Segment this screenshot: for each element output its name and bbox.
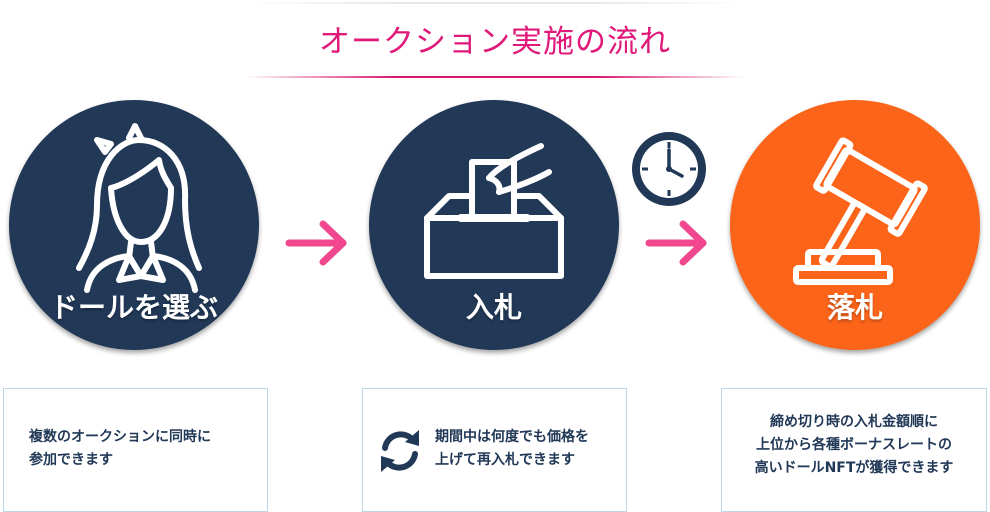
description-line: 上げて再入札できます [435,452,575,468]
step-winning-bid: 落札 [730,100,980,350]
description-line: 高いドールNFTが獲得できます [754,460,954,476]
description-line: 参加できます [29,452,113,468]
title-banner: オークション実施の流れ [245,0,745,80]
step-label: 落札 [826,291,883,324]
step-label: 入札 [465,291,522,324]
description-text: 複数のオークションに同時に 参加できます [29,426,211,472]
doll-character-icon [76,123,202,293]
title-bottom-divider [245,76,745,78]
gavel-icon [793,137,928,285]
clock-icon [632,132,706,206]
step-select-doll: ドールを選ぶ [9,100,259,350]
arrow-right-icon [285,220,347,266]
description-line: 締め切り時の入札金額順に [770,414,938,430]
description-text: 期間中は何度でも価格を 上げて再入札できます [435,426,589,472]
step-label: ドールを選ぶ [49,291,218,324]
description-line: 上位から各種ボーナスレートの [756,437,952,453]
description-line: 複数のオークションに同時に [29,429,211,445]
arrow-right-icon [645,220,707,266]
step-circle: 入札 [369,100,619,350]
step-bid: 入札 [369,100,619,350]
step-circle: 落札 [730,100,980,350]
description-box: 複数のオークションに同時に 参加できます [3,388,268,512]
ballot-box-icon [424,143,564,279]
page-title: オークション実施の流れ [319,24,671,60]
title-top-divider [245,2,745,4]
description-text: 締め切り時の入札金額順に 上位から各種ボーナスレートの 高いドールNFTが獲得で… [722,411,986,480]
description-box: 期間中は何度でも価格を 上げて再入札できます [362,388,627,512]
description-line: 期間中は何度でも価格を [435,429,589,445]
step-circle: ドールを選ぶ [9,100,259,350]
description-box: 締め切り時の入札金額順に 上位から各種ボーナスレートの 高いドールNFTが獲得で… [721,388,987,512]
refresh-icon [381,430,419,472]
